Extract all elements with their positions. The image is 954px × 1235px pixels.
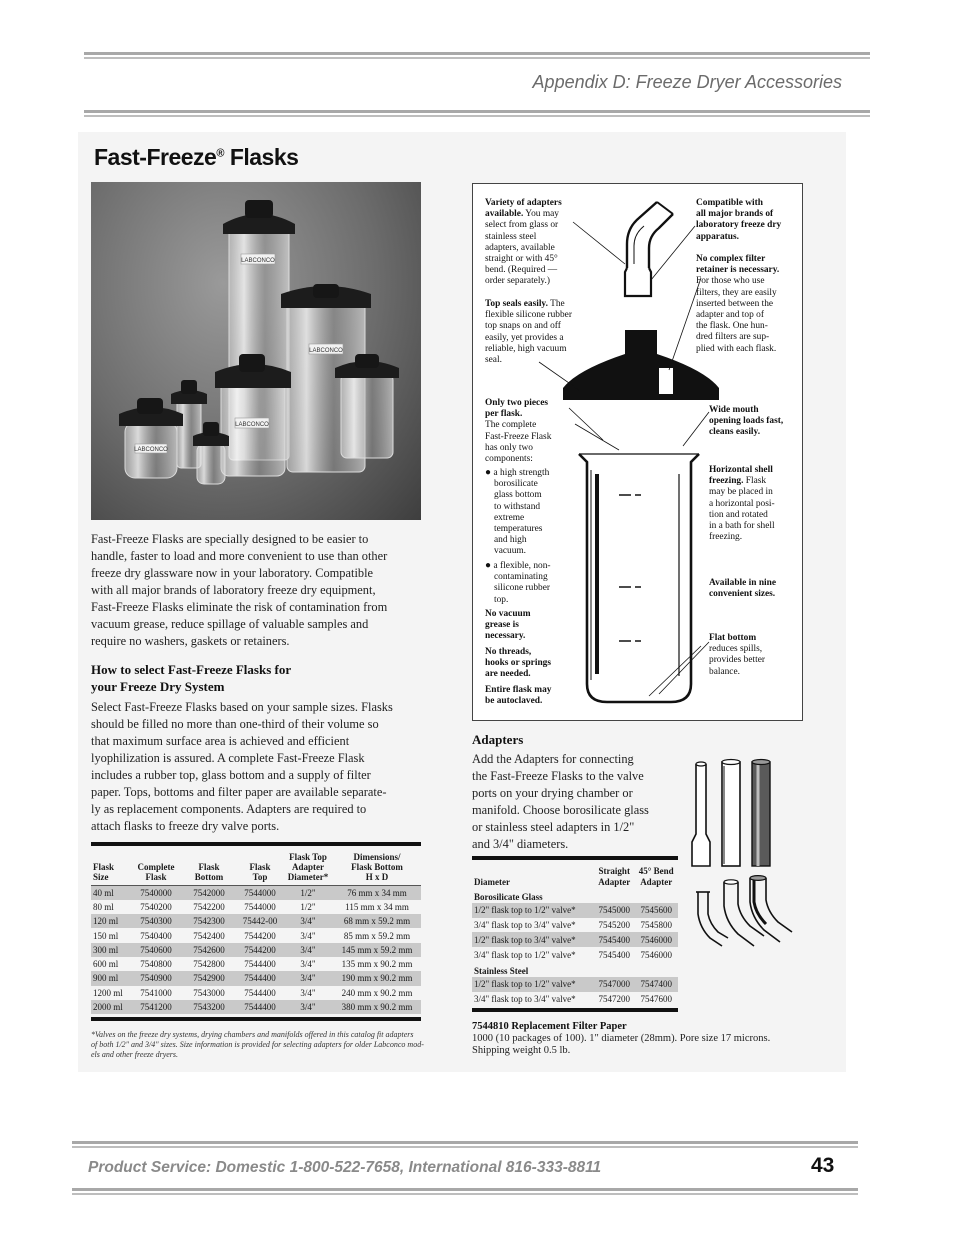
col-diameter: Diameter [474,877,510,887]
footer-rule-bottom-2 [72,1193,858,1195]
adapters-heading: Adapters [472,732,524,747]
footer-rule-top-2 [72,1146,858,1148]
adapters-illustration [691,758,793,947]
table-footnote: *Valves on the freeze dry systems, dryin… [91,1030,424,1059]
bullet-dot-icon: ● [485,560,494,571]
adapter-table-top-bar [472,856,678,860]
flask-diagram-drawing [538,201,719,704]
footer-rule-bottom [72,1188,858,1191]
page-title: Fast-Freeze® Flasks [94,144,299,170]
flask-table-bottom-bar [91,1017,421,1021]
svg-text:LABCONCO: LABCONCO [241,258,275,264]
header-rule-top [84,52,870,55]
group-stainless: Stainless Steel [474,965,529,976]
header-rule-bottom-2 [84,115,870,117]
page-number: 43 [811,1154,835,1177]
product-photo: LABCONCO LABCONCO LABCONCO [91,182,421,520]
product-service-contact: Product Service: Domestic 1-800-522-7658… [88,1159,602,1176]
filter-paper-title: 7544810 Replacement Filter Paper [472,1021,627,1032]
bullet-dot-icon: ● [485,467,494,478]
svg-text:LABCONCO: LABCONCO [235,422,269,428]
header-rule-top-2 [84,57,870,59]
adapter-table-bottom-bar [472,1008,678,1012]
flask-table-top-bar [91,842,421,846]
adapters-paragraph: Add the Adapters for connecting the Fast… [472,752,649,851]
flasks-photo-illustration: LABCONCO LABCONCO LABCONCO [119,200,399,485]
section-title: Appendix D: Freeze Dryer Accessories [532,72,842,92]
select-paragraph: Select Fast-Freeze Flasks based on your … [91,700,393,833]
svg-text:LABCONCO: LABCONCO [309,348,343,354]
filter-paper-text: 1000 (10 packages of 100). 1" diameter (… [472,1033,771,1056]
intro-paragraph: Fast-Freeze Flasks are specially designe… [91,532,388,648]
select-heading: How to select Fast-Freeze Flasks for you… [91,662,292,694]
svg-text:LABCONCO: LABCONCO [134,447,168,453]
group-borosilicate: Borosilicate Glass [474,891,543,902]
header-rule-bottom [84,110,870,113]
footer-rule-top [72,1141,858,1144]
